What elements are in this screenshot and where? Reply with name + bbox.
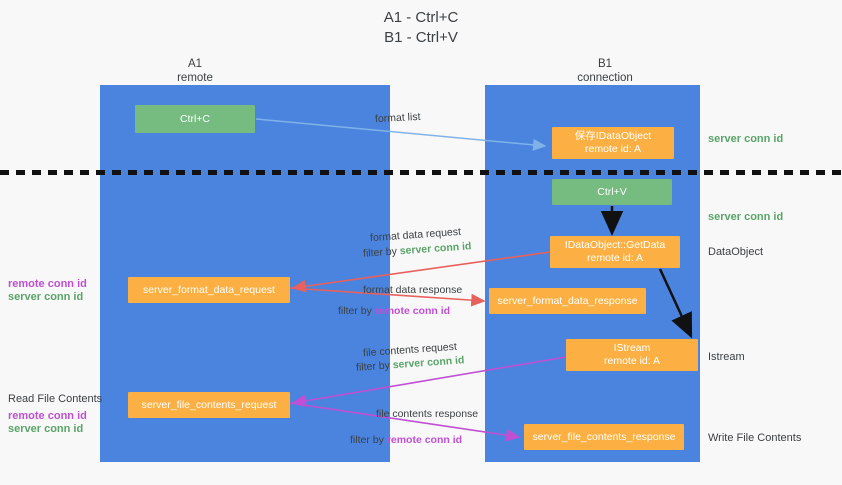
node-server-file-contents-request-label: server_file_contents_request (141, 398, 277, 411)
node-server-file-contents-response-label: server_file_contents_response (532, 430, 676, 443)
label-server-conn-id-left-bottom: server conn id (8, 423, 84, 435)
wire-label-format-data-response: format data response (363, 284, 462, 297)
node-ctrl-v[interactable]: Ctrl+V (552, 179, 672, 205)
wire-label-format-list: format list (375, 111, 421, 126)
wire-label-file-contents-response-filter: filter by remote conn id (350, 434, 462, 447)
filter-value-server-conn-id: server conn id (399, 240, 472, 258)
lane-header-b1-name: B1 (597, 58, 613, 70)
node-server-format-data-response-label: server_format_data_response (497, 294, 638, 307)
node-save-idataobject[interactable]: 保存IDataObject remote id: A (552, 127, 674, 159)
phase-divider (0, 170, 842, 175)
label-write-file-contents: Write File Contents (708, 432, 802, 444)
node-server-file-contents-request[interactable]: server_file_contents_request (128, 392, 290, 418)
label-read-file-contents: Read File Contents (8, 393, 103, 405)
filter-prefix: filter by (350, 434, 387, 446)
filter-prefix: filter by (338, 305, 375, 317)
lane-header-a1-subtitle: remote (177, 72, 213, 84)
filter-value-remote-conn-id: remote conn id (386, 434, 463, 446)
wire-label-format-list-text: format list (374, 110, 421, 126)
lane-header-a1: A1 remote (145, 57, 245, 85)
wire-label-file-contents-response: file contents response (376, 408, 478, 421)
title-line-1: A1 - Ctrl+C (383, 9, 459, 26)
label-left-conn-ids-bottom: remote conn id server conn id (8, 410, 87, 436)
lane-header-a1-name: A1 (187, 58, 203, 70)
filter-prefix: filter by (362, 245, 401, 260)
wire-label-format-data-response-filter: filter by remote conn id (338, 305, 450, 318)
node-ctrl-c[interactable]: Ctrl+C (135, 105, 255, 133)
lane-header-b1: B1 connection (555, 57, 655, 85)
filter-prefix: filter by (355, 359, 394, 374)
label-server-conn-id-left-top: server conn id (8, 291, 84, 303)
node-save-idataobject-line1: 保存IDataObject (574, 130, 652, 142)
label-left-conn-ids-top: remote conn id server conn id (8, 278, 87, 304)
wire-label-format-data-response-text: format data response (363, 284, 463, 296)
node-server-format-data-request[interactable]: server_format_data_request (128, 277, 290, 303)
label-server-conn-id-top: server conn id (708, 133, 784, 145)
node-getdata-line1: IDataObject::GetData (564, 239, 666, 251)
label-dataobject: DataObject (708, 246, 764, 258)
label-remote-conn-id-bottom: remote conn id (8, 410, 87, 422)
node-save-idataobject-line2: remote id: A (584, 143, 642, 155)
lane-header-b1-subtitle: connection (577, 72, 633, 84)
wire-label-file-contents-response-text: file contents response (376, 408, 479, 420)
label-istream: Istream (708, 351, 745, 363)
node-istream[interactable]: IStream remote id: A (566, 339, 698, 371)
node-istream-line2: remote id: A (603, 355, 661, 367)
label-remote-conn-id-top: remote conn id (8, 278, 87, 290)
node-server-file-contents-response[interactable]: server_file_contents_response (524, 424, 684, 450)
node-ctrl-c-label: Ctrl+C (179, 112, 211, 125)
node-getdata[interactable]: IDataObject::GetData remote id: A (550, 236, 680, 268)
node-ctrl-v-label: Ctrl+V (597, 185, 627, 198)
title-line-2: B1 - Ctrl+V (384, 29, 458, 46)
page-title: A1 - Ctrl+C B1 - Ctrl+V (0, 8, 842, 48)
node-server-format-data-response[interactable]: server_format_data_response (489, 288, 646, 314)
label-server-conn-id-mid: server conn id (708, 211, 784, 223)
filter-value-remote-conn-id: remote conn id (374, 305, 451, 317)
node-server-format-data-request-label: server_format_data_request (143, 283, 275, 296)
node-istream-line1: IStream (613, 342, 651, 354)
node-getdata-line2: remote id: A (586, 252, 644, 264)
